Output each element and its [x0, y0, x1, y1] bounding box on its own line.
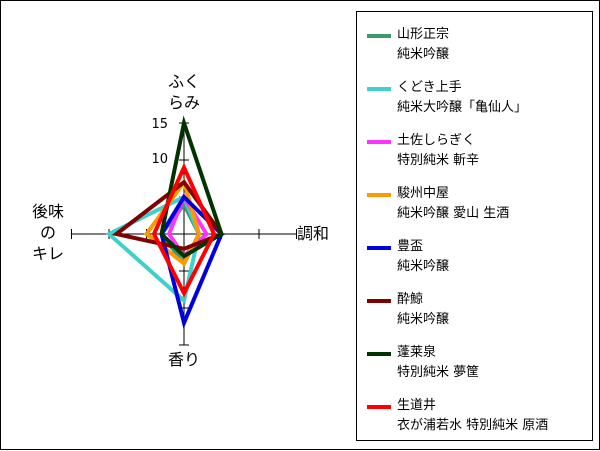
series-polygon-5 — [111, 179, 225, 251]
legend-item: 豊盃 純米吟醸 — [357, 236, 592, 278]
legend-sublabel: 特別純米 夢筐 — [397, 365, 480, 380]
legend-label: 山形正宗 — [397, 27, 450, 42]
series-polygon-7 — [151, 162, 217, 298]
legend-item: 駿州中屋 純米吟醸 愛山 生酒 — [357, 183, 592, 225]
legend-swatch — [367, 34, 391, 38]
legend-sublabel: 純米大吟醸「亀仙人」 — [397, 100, 528, 115]
legend-sublabel: 衣が浦若水 特別純米 原酒 — [397, 418, 549, 433]
axis-label-chowa: 調和 — [297, 224, 330, 243]
legend-label: 生道井 — [397, 398, 437, 413]
legend-item: 蓬莱泉 特別純米 夢筐 — [357, 342, 592, 384]
tick-label-15: 15 — [151, 117, 168, 132]
legend: 山形正宗 純米吟醸 くどき上手 純米大吟醸「亀仙人」 土佐しらぎく 特別純米 斬… — [356, 11, 593, 441]
legend-label: 酔鯨 — [397, 292, 424, 307]
legend-sublabel: 純米吟醸 — [397, 259, 450, 274]
legend-swatch — [367, 193, 391, 197]
series-polygon-3 — [143, 177, 202, 267]
legend-swatch — [367, 87, 391, 91]
axis-label-fukurami: ふく らみ — [167, 72, 200, 112]
legend-swatch — [367, 405, 391, 409]
legend-swatch — [367, 299, 391, 303]
series-layer — [105, 115, 225, 330]
legend-item: 土佐しらぎく 特別純米 斬辛 — [357, 130, 592, 172]
legend-label: 豊盃 — [397, 239, 424, 254]
legend-sublabel: 純米吟醸 — [397, 312, 450, 327]
axes-layer — [71, 122, 297, 346]
axis-label-atoaji: 後味 の キレ — [31, 202, 64, 263]
legend-swatch — [367, 246, 391, 250]
legend-swatch — [367, 352, 391, 356]
legend-label: くどき上手 — [397, 80, 462, 95]
legend-swatch — [367, 140, 391, 144]
legend-label: 駿州中屋 — [397, 186, 450, 201]
legend-item: くどき上手 純米大吟醸「亀仙人」 — [357, 77, 592, 119]
legend-label: 土佐しらぎく — [397, 133, 476, 148]
tick-label-10: 10 — [151, 152, 168, 167]
legend-sublabel: 特別純米 斬辛 — [397, 153, 480, 168]
axis-label-kaori: 香り — [167, 350, 200, 369]
legend-item: 山形正宗 純米吟醸 — [357, 24, 592, 66]
legend-item: 生道井 衣が浦若水 特別純米 原酒 — [357, 395, 592, 437]
legend-sublabel: 純米吟醸 愛山 生酒 — [397, 206, 510, 221]
legend-sublabel: 純米吟醸 — [397, 47, 450, 62]
legend-label: 蓬莱泉 — [397, 345, 437, 360]
legend-item: 酔鯨 純米吟醸 — [357, 289, 592, 331]
